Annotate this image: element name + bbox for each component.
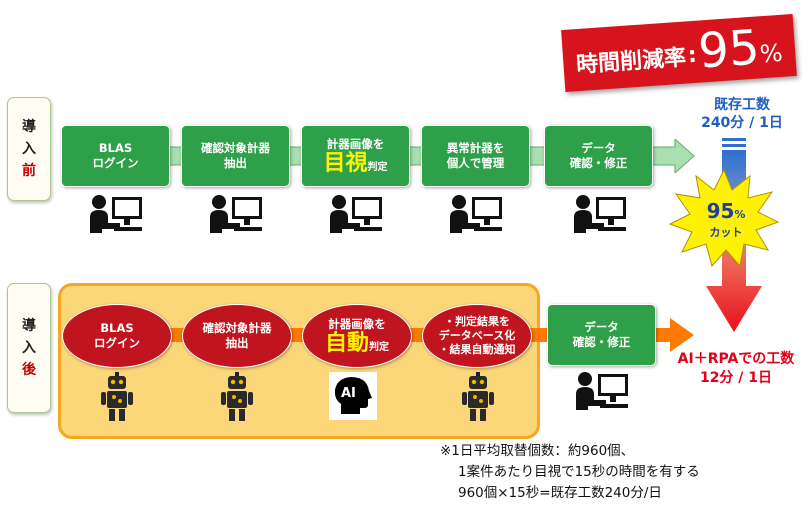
ai-workload: AI＋RPAでの工数 12分 / 1日: [666, 350, 806, 388]
after-step-extract-line-2: 抽出: [226, 336, 249, 351]
after-step-judge-big: 自動: [325, 331, 369, 356]
before-step-manage-line-1: 異常計器を: [447, 141, 505, 156]
before-label-char-1: 導: [22, 116, 36, 138]
after-label: 導 入 後: [7, 283, 51, 413]
existing-workload: 既存工数 240分 / 1日: [688, 96, 796, 132]
after-step-judge: 計器画像を 自動判定: [302, 304, 412, 368]
before-step-extract-line-1: 確認対象計器: [201, 141, 270, 156]
robot-icon: [220, 372, 254, 422]
person-computer-icon: [88, 193, 144, 237]
reduction-rate-unit: %: [759, 39, 784, 69]
note-line-1: ※1日平均取替個数：約960個、: [440, 441, 634, 461]
after-step-login-line-1: BLAS: [100, 321, 133, 336]
before-label: 導 入 前: [7, 97, 51, 201]
note-line-3: 960個×15秒=既存工数240分/日: [458, 483, 662, 503]
cut-badge-value: 95: [707, 199, 735, 223]
before-step-extract-line-2: 抽出: [224, 156, 247, 171]
after-label-char-1: 導: [22, 315, 36, 337]
reduction-rate-value: 95: [697, 23, 761, 75]
person-computer-icon: [574, 370, 630, 414]
existing-workload-title: 既存工数: [688, 96, 796, 114]
before-step-judge-top: 計器画像を: [327, 137, 385, 152]
note-line-2: 1案件あたり目視で15秒の時間を有する: [458, 462, 700, 482]
robot-icon: [461, 372, 495, 422]
ai-workload-value: 12分 / 1日: [666, 369, 806, 388]
before-step-judge-small: 判定: [368, 162, 388, 173]
after-step-confirm-line-2: 確認・修正: [573, 335, 631, 350]
ai-head-label: AI: [341, 386, 356, 401]
after-step-database-line-2: データベース化: [439, 329, 515, 343]
reduction-rate-banner: 時間削減率 : 95 %: [561, 14, 797, 92]
existing-workload-value: 240分 / 1日: [688, 114, 796, 132]
before-step-login-line-2: ログイン: [93, 156, 139, 171]
before-step-confirm: データ 確認・修正: [544, 125, 653, 187]
after-step-extract: 確認対象計器 抽出: [182, 304, 292, 368]
after-step-login-line-2: ログイン: [94, 336, 140, 351]
before-step-manage: 異常計器を 個人で管理: [421, 125, 530, 187]
after-step-confirm: データ 確認・修正: [547, 304, 656, 366]
after-step-confirm-line-1: データ: [584, 320, 619, 335]
robot-icon: [100, 372, 134, 422]
before-step-confirm-line-2: 確認・修正: [570, 156, 628, 171]
before-step-confirm-line-1: データ: [581, 141, 616, 156]
after-step-database: ・判定結果を データベース化 ・結果自動通知: [422, 304, 532, 368]
person-computer-icon: [328, 193, 384, 237]
person-computer-icon: [572, 193, 628, 237]
reduction-rate-label: 時間削減率: [575, 40, 687, 80]
before-step-login-line-1: BLAS: [99, 141, 132, 156]
before-label-char-3: 前: [22, 160, 36, 182]
after-step-database-line-1: ・判定結果を: [444, 315, 510, 329]
cut-badge-label: カット: [694, 226, 758, 240]
ai-workload-title: AI＋RPAでの工数: [666, 350, 806, 369]
after-step-extract-line-1: 確認対象計器: [203, 321, 272, 336]
after-step-judge-small: 判定: [369, 342, 389, 353]
before-step-login: BLAS ログイン: [61, 125, 170, 187]
after-label-char-2: 入: [22, 337, 36, 359]
reduction-rate-colon: :: [687, 42, 698, 68]
ai-head-icon: AI: [329, 372, 377, 420]
before-step-judge: 計器画像を 目視判定: [301, 125, 410, 187]
before-step-judge-big: 目視: [323, 151, 367, 176]
before-step-extract: 確認対象計器 抽出: [181, 125, 290, 187]
after-step-login: BLAS ログイン: [62, 304, 172, 368]
before-label-char-2: 入: [22, 138, 36, 160]
after-step-database-line-3: ・結果自動通知: [439, 343, 516, 357]
person-computer-icon: [208, 193, 264, 237]
cut-badge-text: 95% カット: [694, 200, 758, 240]
person-computer-icon: [448, 193, 504, 237]
after-step-judge-top: 計器画像を: [328, 317, 386, 332]
after-label-char-3: 後: [22, 359, 36, 381]
before-step-manage-line-2: 個人で管理: [447, 156, 505, 171]
cut-badge-unit: %: [734, 208, 745, 221]
